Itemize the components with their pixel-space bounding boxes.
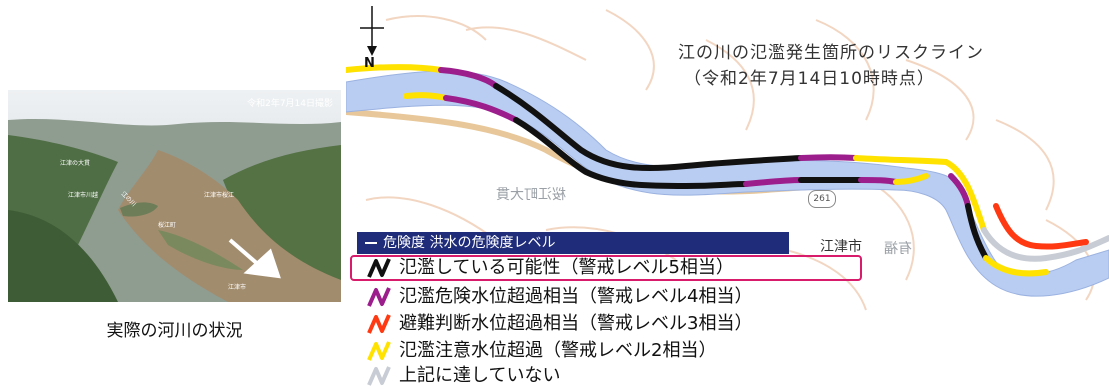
legend-item-label: 上記に達していない <box>399 365 561 386</box>
lightning-line-icon <box>367 366 391 386</box>
lightning-line-icon <box>367 287 391 307</box>
map-subtitle: （令和2年7月14日10時時点） <box>684 69 935 89</box>
legend-header: 危険度 洪水の危険度レベル <box>357 232 789 254</box>
photo-caption: 実際の河川の状況 <box>106 321 243 341</box>
risk-line-south <box>403 92 1089 277</box>
river-photo-image <box>8 90 341 302</box>
route-number-badge: 261 <box>808 190 836 208</box>
river-photo: 令和2年7月14日撮影 江津の大貫 江津市川越 江津市桜江 江の川 桜江町 江津… <box>8 90 341 302</box>
photo-place-label: 江津市川越 <box>68 192 99 199</box>
risk-map <box>346 0 1109 320</box>
legend-item-label: 氾濫危険水位超過相当（警戒レベル4相当） <box>399 286 753 307</box>
north-arrow-icon <box>360 6 384 56</box>
place-label-gotsu: 江津市 <box>820 239 862 255</box>
lightning-line-icon <box>367 314 391 334</box>
photo-date-stamp: 令和2年7月14日撮影 <box>247 99 333 109</box>
map-title: 江の川の氾濫発生箇所のリスクライン <box>678 43 984 63</box>
legend-item-level2: 氾濫注意水位超過（警戒レベル2相当） <box>365 339 716 363</box>
photo-place-label: 江津の大貫 <box>60 160 91 167</box>
photo-place-label: 江津市桜江 <box>204 192 235 199</box>
legend-item-label: 氾濫している可能性（警戒レベル5相当） <box>399 257 734 278</box>
legend-header-bar <box>365 242 377 244</box>
legend-item-below: 上記に達していない <box>365 364 560 388</box>
legend-header-label: 危険度 洪水の危険度レベル <box>383 235 556 251</box>
legend-item-level4: 氾濫危険水位超過相当（警戒レベル4相当） <box>365 285 752 309</box>
legend-item-level5: 氾濫している可能性（警戒レベル5相当） <box>365 256 734 280</box>
legend-item-label: 氾濫注意水位超過（警戒レベル2相当） <box>399 340 717 361</box>
north-label: N <box>364 56 375 71</box>
place-label-oonuki: 桜江町大貫 <box>496 187 566 203</box>
photo-place-label: 桜江町 <box>158 222 177 229</box>
lightning-line-icon <box>367 258 391 278</box>
lightning-line-icon <box>367 341 391 361</box>
legend-highlight-box <box>350 255 862 281</box>
place-label-arifuku: 有福 <box>884 241 912 257</box>
legend-item-label: 避難判断水位超過相当（警戒レベル3相当） <box>399 313 753 334</box>
photo-place-label: 江津市 <box>228 284 247 291</box>
legend-item-level3: 避難判断水位超過相当（警戒レベル3相当） <box>365 312 752 336</box>
map-canvas <box>346 9 1109 311</box>
risk-line-north <box>346 64 1109 262</box>
